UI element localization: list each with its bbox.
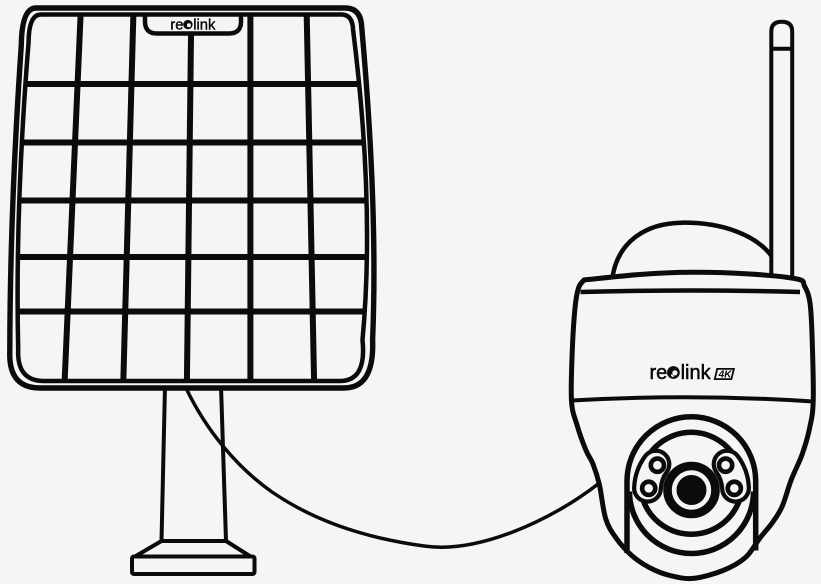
svg-text:re: re [170, 17, 183, 33]
svg-text:link: link [681, 362, 712, 384]
svg-text:re: re [650, 362, 668, 384]
svg-text:4K: 4K [718, 370, 733, 381]
svg-text:link: link [193, 17, 216, 33]
